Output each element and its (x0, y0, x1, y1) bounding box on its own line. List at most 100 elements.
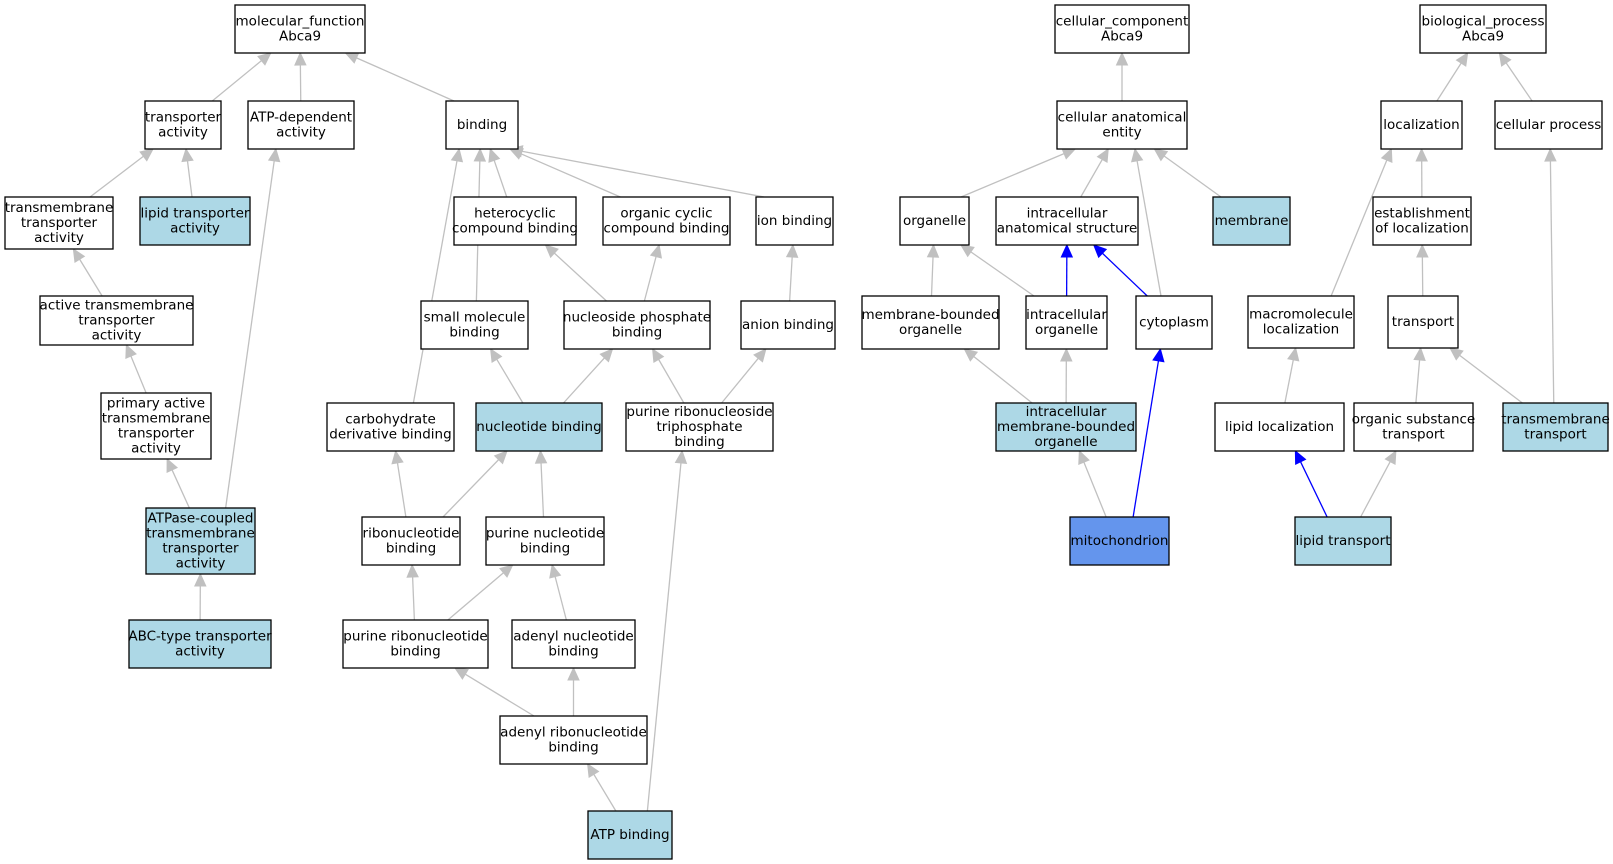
arrowhead-membrane-to-cae (1153, 148, 1169, 162)
node-label-atpb-line-0: ATP binding (590, 827, 669, 843)
edge-liptrans-to-orgsub (1360, 461, 1391, 518)
node-label-smallmol-line-1: binding (449, 325, 499, 341)
edge-acttm-to-tmta (79, 258, 103, 297)
arrowhead-purribo-to-ribonuc (406, 563, 419, 578)
node-label-purribo-line-0: purine ribonucleotide (343, 629, 487, 645)
node-label-tmtrans-line-1: transport (1524, 427, 1586, 443)
node-loc[interactable]: localization (1380, 100, 1463, 150)
node-label-binding-line-0: binding (457, 117, 507, 133)
edge-cyto-to-cae (1136, 160, 1162, 297)
edge-purribo-to-ribonuc (411, 576, 416, 621)
arrowhead-tmtrans-to-cellproc (1544, 147, 1557, 162)
node-binding[interactable]: binding (445, 100, 519, 150)
node-label-purribo-line-1: binding (390, 644, 440, 660)
edge-macroloc-to-loc (1330, 159, 1388, 297)
node-mito[interactable]: mitochondrion (1069, 516, 1170, 566)
node-label-tmta-line-0: transmembrane (5, 200, 114, 216)
node-label-lipta-line-0: lipid transporter (141, 206, 250, 222)
node-label-membrane-line-0: membrane (1215, 213, 1289, 229)
node-cyto[interactable]: cytoplasm (1135, 295, 1213, 350)
node-label-imbo-line-2: organelle (1034, 434, 1097, 450)
node-label-purnuc-line-1: binding (520, 541, 570, 557)
edge-carbo-to-binding (412, 160, 458, 404)
edge-loc-to-bp (1436, 62, 1462, 102)
node-ionb[interactable]: ion binding (755, 196, 834, 246)
arrowhead-liptrans-to-orgsub (1384, 449, 1397, 465)
edge-adenylribo-to-purribo (464, 673, 535, 717)
node-box-ionb (755, 196, 834, 246)
arrowhead-io-to-organelle (960, 244, 975, 258)
node-anion[interactable]: anion binding (740, 300, 836, 350)
node-atpb[interactable]: ATP binding (587, 810, 673, 860)
node-label-mf-line-0: molecular_function (236, 14, 365, 30)
edge-orgcyc-to-binding (520, 153, 621, 198)
edge-binding-to-mf (356, 57, 455, 102)
arrowhead-atpase-to-atpdep (267, 147, 281, 163)
node-label-imbo-line-0: intracellular (1026, 404, 1107, 420)
node-liploc[interactable]: lipid localization (1214, 402, 1345, 452)
node-label-anion-line-0: anion binding (742, 317, 834, 333)
node-atpase[interactable]: ATPase-coupledtransmembranetransporterac… (145, 507, 256, 575)
node-primact[interactable]: primary activetransmembranetransporterac… (100, 392, 212, 460)
node-label-loc-line-0: localization (1383, 117, 1459, 133)
node-label-nucphos-line-0: nucleoside phosphate (563, 310, 711, 326)
node-label-atpase-line-0: ATPase-coupled (148, 511, 254, 527)
node-nucb[interactable]: nucleotide binding (475, 402, 603, 452)
node-box-hetero (453, 196, 577, 246)
node-label-io-line-1: organelle (1035, 322, 1098, 338)
edge-purtri-to-anion (721, 357, 759, 404)
arrowhead-transport-to-estloc (1416, 243, 1429, 258)
node-label-estloc-line-1: of localization (1375, 221, 1469, 237)
arrowhead-atpb-to-adenylribo (587, 762, 600, 778)
edge-nucphos-to-orgcyc (643, 256, 657, 302)
node-label-ias-line-1: anatomical structure (997, 221, 1138, 237)
arrowhead-purribo-to-purnuc (499, 564, 514, 578)
edge-mbo-to-organelle (930, 256, 934, 297)
node-organelle[interactable]: organelle (899, 196, 970, 246)
arrowhead-acttm-to-tmta (72, 247, 86, 263)
node-label-mf-line-1: Abca9 (279, 29, 321, 45)
node-liptrans[interactable]: lipid transport (1294, 516, 1392, 566)
arrowhead-adenylribo-to-adenyl (567, 666, 580, 681)
node-box-binding (445, 100, 519, 150)
node-box-smallmol (420, 300, 529, 350)
node-label-liptrans-line-0: lipid transport (1295, 533, 1390, 549)
edge-hetero-to-binding (493, 160, 508, 198)
node-transport[interactable]: transport (1387, 295, 1459, 349)
arrowhead-carbo-to-binding (450, 147, 464, 163)
node-label-cc-line-1: Abca9 (1101, 29, 1143, 45)
node-cellproc[interactable]: cellular process (1494, 100, 1603, 150)
node-membrane[interactable]: membrane (1212, 196, 1291, 246)
edge-liptrans-to-liploc (1299, 461, 1328, 518)
node-label-estloc-line-0: establishment (1374, 206, 1470, 222)
